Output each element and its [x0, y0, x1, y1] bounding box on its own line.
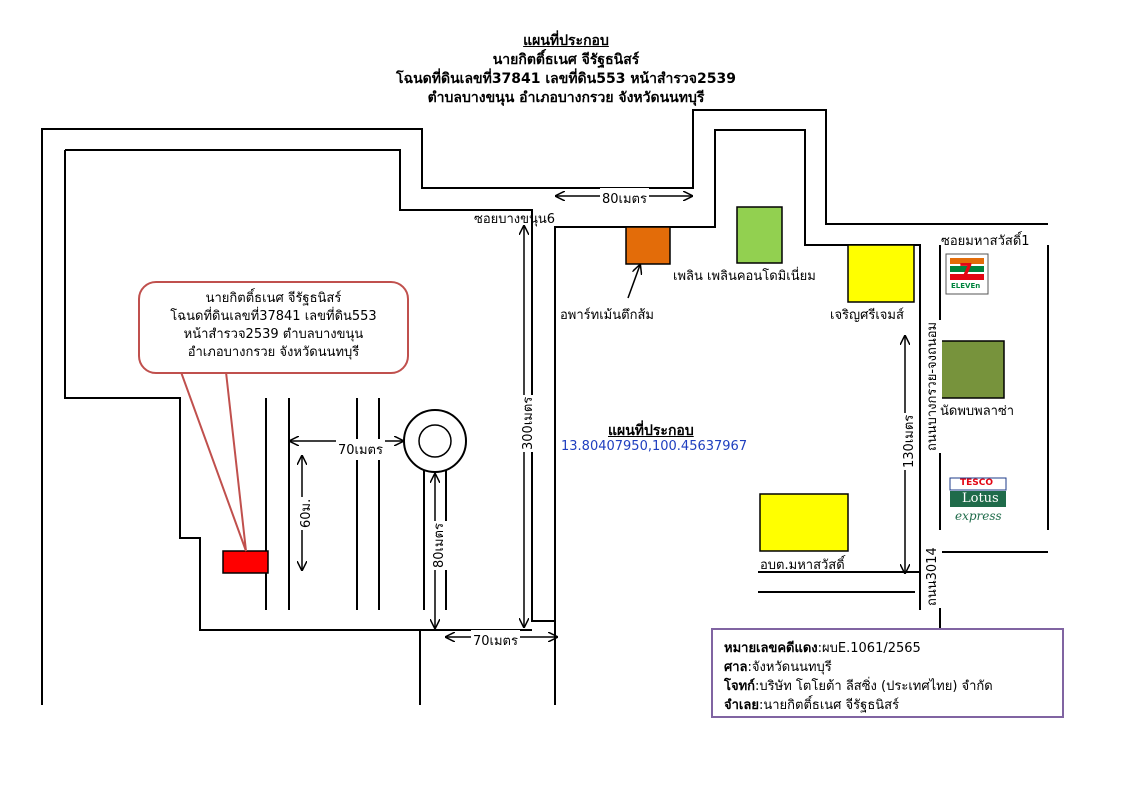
plaintiff-row: โจทก์:บริษัท โตโยต้า ลีสซิ่ง (ประเทศไทย)…	[724, 677, 1062, 696]
road-3014-label: ถนน3014	[921, 545, 942, 608]
roundabout-inner	[418, 424, 452, 458]
defendant-value: :นายกิตติ์ธเนศ จีรัฐธนิสร์	[758, 698, 900, 713]
distance-80m-top: 80เมตร	[600, 188, 649, 209]
callout-line-1: นายกิตติ์ธเนศ จีรัฐธนิสร์	[205, 291, 342, 306]
main-road-label: ถนนบางกรวย-จงถนอม	[921, 319, 942, 453]
defendant-label: จำเลย	[724, 698, 759, 713]
lotus-text: Lotus	[962, 491, 999, 506]
road-outer-edge	[41, 109, 1048, 705]
apartment-label: อพาร์ทเม้นตึกส้ม	[560, 308, 654, 323]
roundabout-outer	[403, 409, 467, 473]
callout-tail	[179, 371, 247, 552]
callout-line-4: อำเภอบางกรวย จังหวัดนนทบุรี	[187, 345, 360, 360]
obt-building	[759, 493, 849, 552]
seven-eleven-text: ELEVEn	[951, 282, 981, 290]
condo-label: เพลิน เพลินคอนโดมิเนี่ยม	[673, 269, 816, 284]
road-inner-left	[64, 150, 421, 705]
apartment-building	[625, 226, 671, 265]
distance-300m: 300เมตร	[517, 394, 538, 452]
pointer-apartment	[627, 265, 640, 299]
express-text: express	[955, 509, 1002, 523]
distance-130m: 130เมตร	[898, 412, 919, 470]
header-title: แผนที่ประกอบ	[523, 33, 609, 49]
court-value: :จังหวัดนนทบุรี	[747, 660, 832, 675]
distance-70m-bottom: 70เมตร	[471, 630, 520, 651]
soi-bang-khanun-label: ซอยบางขนุน6	[474, 212, 556, 227]
case-info-box: หมายเลขคดีแดง:ผบE.1061/2565 ศาล:จังหวัดน…	[711, 628, 1064, 718]
road-loop-inner-top	[65, 149, 556, 705]
seven-eleven-logo	[945, 253, 989, 295]
plaintiff-label: โจทก์	[724, 679, 756, 694]
seven-eleven-number: 7	[959, 259, 973, 283]
plaintiff-value: :บริษัท โตโยต้า ลีสซิ่ง (ประเทศไทย) จำกั…	[755, 679, 993, 694]
case-number-row: หมายเลขคดีแดง:ผบE.1061/2565	[724, 639, 1062, 658]
charoen-label: เจริญศรีเจมส์	[830, 308, 904, 323]
map-center-title: แผนที่ประกอบ	[608, 423, 694, 439]
distance-70m-mid: 70เมตร	[336, 439, 385, 460]
charoen-building	[847, 244, 915, 303]
distance-60m: 60ม.	[295, 496, 316, 530]
distance-80m-vert: 80เมตร	[428, 521, 449, 570]
header-location: ตำบลบางขนุน อำเภอบางกรวย จังหวัดนนทบุรี	[427, 90, 705, 106]
header-deed: โฉนดที่ดินเลขที่37841 เลขที่ดิน553 หน้าส…	[396, 71, 736, 87]
tesco-text: TESCO	[960, 478, 994, 488]
obt-label: อบต.มหาสวัสดิ์	[760, 558, 845, 573]
plaza-building	[937, 340, 1005, 399]
soi-maha-sawat-label: ซอยมหาสวัสดิ์1	[941, 234, 1030, 249]
court-row: ศาล:จังหวัดนนทบุรี	[724, 658, 1062, 677]
callout-line-3: หน้าสำรวจ2539 ตำบลบางขนุน	[183, 327, 364, 342]
plaza-label: นัดพบพลาซ่า	[940, 404, 1015, 419]
case-number-value: :ผบE.1061/2565	[817, 641, 921, 656]
court-label: ศาล	[724, 660, 748, 675]
callout-line-2: โฉนดที่ดินเลขที่37841 เลขที่ดิน553	[170, 309, 377, 324]
defendant-row: จำเลย:นายกิตติ์ธเนศ จีรัฐธนิสร์	[724, 696, 1062, 715]
condo-building	[736, 206, 783, 264]
case-number-label: หมายเลขคดีแดง	[724, 641, 818, 656]
map-coordinates: 13.80407950,100.45637967	[561, 439, 748, 454]
tesco-lotus-logo	[949, 477, 1007, 507]
subject-plot	[222, 550, 269, 574]
owner-callout: นายกิตติ์ธเนศ จีรัฐธนิสร์ โฉนดที่ดินเลขท…	[138, 281, 409, 374]
header-owner: นายกิตติ์ธเนศ จีรัฐธนิสร์	[492, 52, 640, 68]
